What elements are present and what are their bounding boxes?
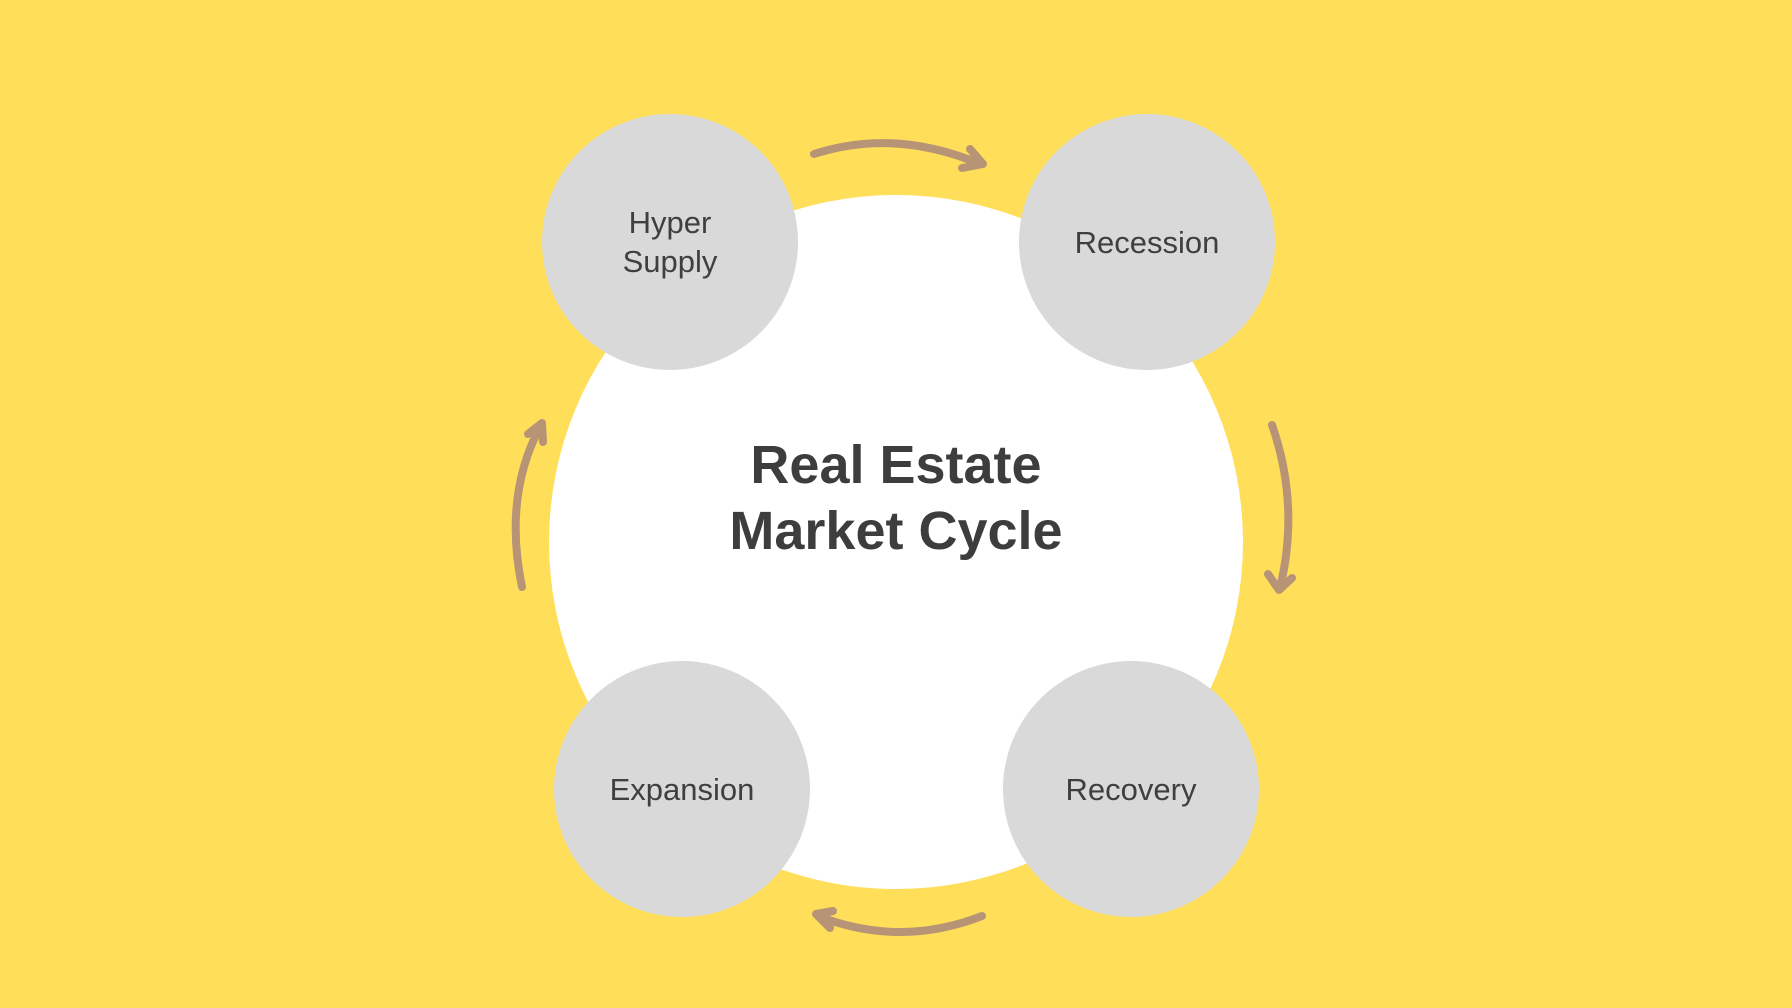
diagram-title: Real Estate Market Cycle: [596, 432, 1196, 564]
title-line-2: Market Cycle: [729, 501, 1063, 561]
stage-label-line-1: Hyper: [628, 205, 712, 240]
stage-label: Expansion: [609, 771, 755, 807]
arrow-recession-to-recovery-icon: [1264, 421, 1296, 594]
stage-label-line-2: Supply: [622, 244, 718, 279]
stage-label: Recovery: [1065, 771, 1197, 807]
title-line-1: Real Estate: [750, 435, 1042, 495]
arrow-expansion-to-hyper-icon: [511, 419, 547, 591]
stage-label: Recession: [1074, 224, 1220, 260]
stage-expansion: Expansion: [554, 661, 810, 917]
arrow-hyper-to-recession-icon: [810, 139, 987, 172]
stage-recovery: Recovery: [1003, 661, 1259, 917]
arrow-recovery-to-expansion-icon: [812, 907, 986, 936]
stage-recession: Recession: [1019, 114, 1275, 370]
